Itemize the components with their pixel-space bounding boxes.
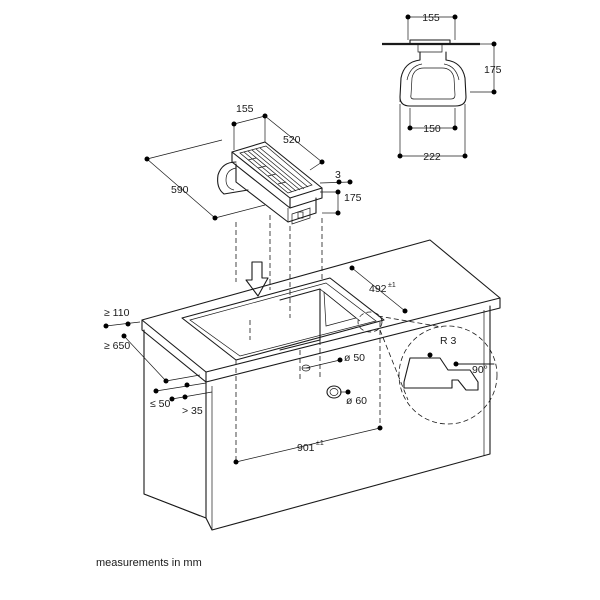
projection-lines xyxy=(235,215,323,318)
cutout-width-dim: 901 ±1 xyxy=(233,425,383,465)
cutout-depth-label: 492 xyxy=(369,283,387,295)
max-front-label: ≤ 50 xyxy=(150,398,171,410)
min-side-label: > 35 xyxy=(182,405,203,417)
cutout-depth-dim: 492 ±1 xyxy=(349,265,408,314)
hole-small-label: ø 50 xyxy=(344,352,365,364)
duct-holes: ø 50 ø 60 xyxy=(301,352,367,407)
section-width-inner-label: 150 xyxy=(423,123,441,135)
module-width-label: 155 xyxy=(236,103,254,115)
section-width-top-label: 155 xyxy=(422,12,440,24)
left-dimensions: ≥ 110 ≥ 650 ≤ 50 > 35 xyxy=(103,307,213,417)
cutout-depth-tolerance: ±1 xyxy=(388,282,396,289)
module-length-label: 520 xyxy=(283,134,301,146)
section-height-label: 175 xyxy=(484,64,502,76)
module-depth-label: 590 xyxy=(171,184,189,196)
angle-label: 90° xyxy=(472,364,488,376)
section-view: 155 175 150 222 xyxy=(382,12,502,163)
module-offset-label: 3 xyxy=(335,169,341,181)
cabinet xyxy=(141,239,501,531)
ventilation-module: 590 155 520 3 175 xyxy=(144,103,362,225)
section-width-bottom-label: 222 xyxy=(423,151,441,163)
measurements-caption: measurements in mm xyxy=(96,557,202,569)
module-height-label: 175 xyxy=(344,192,362,204)
cutout-width-tolerance: ±1 xyxy=(316,440,324,447)
min-depth-label: ≥ 650 xyxy=(104,340,130,352)
cutout-width-label: 901 xyxy=(297,442,315,454)
hole-large-label: ø 60 xyxy=(346,395,367,407)
radius-label: R 3 xyxy=(440,335,457,347)
min-front-label: ≥ 110 xyxy=(104,307,130,319)
edge-detail: R 3 90° xyxy=(357,311,498,425)
